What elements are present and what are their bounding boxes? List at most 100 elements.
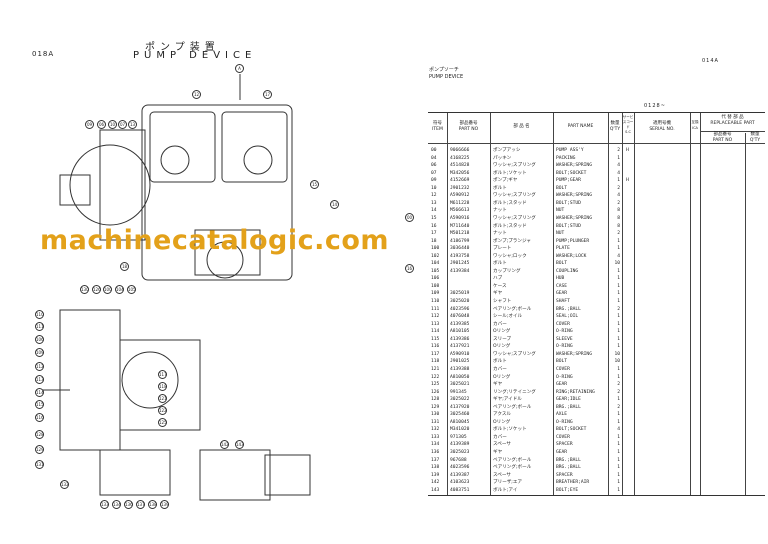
cell-part-name: SPACER: [556, 472, 573, 478]
cell-item: 12: [431, 193, 437, 199]
callout-label: 13: [128, 120, 137, 129]
cell-item: 116: [431, 344, 440, 350]
cell-name-jp: ポンプ;ギヤ: [493, 178, 518, 184]
cell-part-name: BOLT: [556, 359, 568, 365]
cell-item: 134: [431, 442, 440, 448]
cell-qty: 1: [617, 299, 620, 304]
cell-part-no: 4139384: [450, 268, 470, 274]
callout-label: 12: [192, 90, 201, 99]
cell-name-jp: ナット: [493, 208, 507, 214]
cell-qty: 4: [617, 163, 620, 169]
cell-item: 121: [431, 366, 440, 372]
serial-range: 0128~: [644, 103, 666, 109]
cell-part-name: SLEEVE: [556, 336, 573, 342]
cell-part-no: 3025023: [450, 450, 470, 455]
cell-part-name: PUMP;GEAR: [556, 178, 581, 184]
cell-part-name: O-RING: [556, 419, 573, 425]
cell-part-name: PUMP ASS'Y: [556, 148, 584, 153]
cell-part-no: 967688: [450, 457, 467, 463]
cell-part-no: J901025: [450, 359, 470, 365]
cell-part-name: SHAFT: [556, 299, 570, 304]
cell-part-no: 4139385: [450, 321, 470, 327]
cell-qty: 1: [617, 155, 620, 161]
cell-name-jp: スペーサ: [493, 472, 511, 478]
callout-label: 06: [97, 120, 106, 129]
callout-label: 112: [35, 362, 44, 371]
cell-qty: 1: [617, 374, 620, 380]
cell-part-name: CASE: [556, 283, 568, 289]
cell-part-no: 3025020: [450, 299, 470, 304]
cell-part-name: COUPLING: [556, 268, 579, 274]
cell-part-no: 4186799: [450, 238, 470, 244]
cell-name-jp: シール;オイル: [493, 314, 523, 320]
cell-part-name: SPACER: [556, 442, 573, 448]
cell-name-jp: ボルト;スタッド: [493, 200, 527, 206]
cell-item: 108: [431, 283, 440, 289]
cell-qty: 4: [617, 193, 620, 199]
cell-qty: 8: [617, 223, 620, 229]
cell-qty: 1: [617, 412, 620, 418]
callout-label: 09: [85, 120, 94, 129]
cell-part-no: M342056: [450, 170, 470, 176]
cell-part-no: 3025022: [450, 397, 470, 403]
callout-label: 126: [92, 285, 101, 294]
cell-qty: 1: [617, 238, 620, 244]
callout-label: 110: [35, 310, 44, 319]
page-code-right: 014A: [702, 58, 719, 64]
cell-part-name: WASHER;SPRING: [556, 215, 592, 221]
cell-name-jp: Oリング: [493, 419, 511, 425]
cell-part-name: BOLT;STUD: [556, 200, 581, 206]
cell-item: 105: [431, 268, 440, 274]
cell-part-name: BREATHER;AIR: [556, 480, 590, 486]
cell-part-name: SEAL;OIL: [556, 314, 579, 320]
cell-item: 114: [431, 329, 440, 335]
cell-item: 136: [431, 450, 440, 455]
cell-name-jp: ギヤ;アイドル: [493, 397, 522, 403]
cell-part-name: HUB: [556, 276, 565, 282]
cell-name-jp: ベアリング;ボール: [493, 404, 532, 410]
cell-part-no: 4023596: [450, 465, 470, 471]
callout-label: 117: [158, 370, 167, 379]
cell-qty: 2: [617, 389, 620, 395]
callout-label: 114: [35, 388, 44, 397]
callout-label: 139: [160, 500, 169, 509]
cell-name-jp: ボルト: [493, 359, 507, 365]
cell-qty: 1: [617, 329, 620, 335]
cell-item: 100: [431, 246, 440, 252]
cell-item: 00: [431, 148, 437, 153]
callout-label: 106: [35, 335, 44, 344]
cell-part-name: BOLT;SOCKET: [556, 427, 587, 433]
cell-item: 18: [431, 238, 437, 244]
cell-part-no: 4023596: [450, 306, 470, 312]
cell-item: 142: [431, 480, 440, 486]
cell-part-name: BRG.;BALL: [556, 404, 581, 410]
cell-qty: 8: [617, 208, 620, 214]
cell-part-no: 991345: [450, 389, 467, 395]
section-title: PUMP DEVICE: [429, 74, 464, 80]
cell-part-no: 4139386: [450, 336, 470, 342]
callout-label: 116: [35, 413, 44, 422]
cell-part-name: COVER: [556, 321, 570, 327]
cell-item: 16: [431, 223, 437, 229]
cell-qty: 1: [617, 480, 620, 486]
callout-label: 143: [235, 440, 244, 449]
cell-name-jp: プレート: [493, 246, 512, 252]
cell-name-jp: ブリーザ;エア: [493, 480, 523, 486]
cell-part-name: WASHER;SPRING: [556, 351, 592, 357]
cell-qty: 2: [617, 200, 620, 206]
